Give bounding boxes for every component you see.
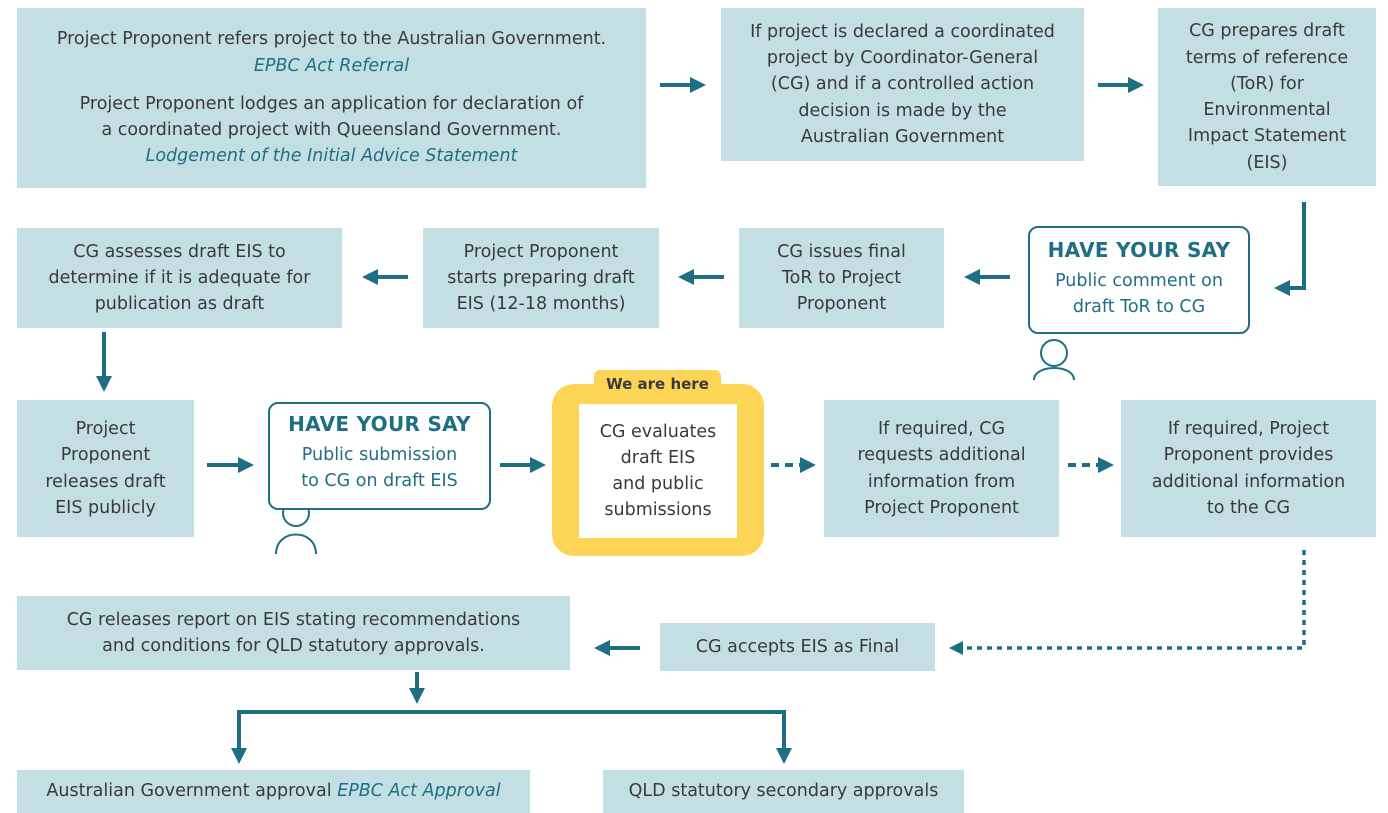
epbc-referral-label: EPBC Act Referral	[253, 55, 410, 76]
evaluates-line: draft EIS	[620, 447, 696, 468]
preparing-line: starts preparing draft	[447, 267, 635, 288]
declared-line: project by Coordinator-General	[766, 48, 1039, 69]
arrow-provides-to-accepts	[949, 550, 1306, 655]
provides-line: If required, Project	[1167, 419, 1330, 439]
qld-approval-box: QLD statutory secondary approvals	[603, 770, 964, 813]
referral-box: Project Proponent refers project to the …	[17, 8, 646, 188]
assesses-line: determine if it is adequate for	[48, 267, 311, 288]
releases-line: Proponent	[60, 445, 151, 466]
declared-line: If project is declared a coordinated	[750, 21, 1055, 42]
requests-line: If required, CG	[877, 419, 1006, 439]
evaluates-line: submissions	[604, 500, 712, 521]
releases-line: Project	[75, 419, 136, 439]
provides-box: If required, Project Proponent provides …	[1121, 400, 1376, 537]
draft-tor-line: Environmental	[1203, 100, 1331, 120]
assesses-line: publication as draft	[94, 294, 265, 315]
we-are-here-badge: We are here	[594, 370, 721, 398]
draft-tor-line: terms of reference	[1185, 47, 1349, 68]
assesses-box: CG assesses draft EIS to determine if it…	[17, 228, 342, 328]
report-box: CG releases report on EIS stating recomm…	[17, 596, 570, 670]
provides-line: Proponent provides	[1163, 445, 1334, 466]
declared-line: (CG) and if a controlled action	[770, 74, 1035, 95]
say-line: draft ToR to CG	[1072, 297, 1206, 318]
ias-label: Lodgement of the Initial Advice Statemen…	[145, 146, 518, 167]
declared-line: Australian Government	[800, 126, 1005, 147]
final-tor-line: Proponent	[796, 294, 887, 315]
releases-box: Project Proponent releases draft EIS pub…	[17, 400, 194, 537]
draft-tor-line: CG prepares draft	[1189, 21, 1345, 42]
draft-tor-line: (EIS)	[1246, 152, 1288, 173]
draft-tor-line: Impact Statement	[1187, 126, 1347, 147]
aus-approval-box: Australian Government approval EPBC Act …	[17, 770, 530, 813]
lodgement-text-2: a coordinated project with Queensland Go…	[101, 120, 562, 141]
evaluates-box: CG evaluates draft EIS and public submis…	[579, 404, 737, 538]
final-tor-box: CG issues final ToR to Project Proponent	[739, 228, 944, 328]
requests-box: If required, CG requests additional info…	[824, 400, 1059, 537]
have-your-say-tor: HAVE YOUR SAY Public comment on draft To…	[1028, 226, 1250, 334]
preparing-box: Project Proponent starts preparing draft…	[423, 228, 659, 328]
releases-line: releases draft	[45, 471, 166, 492]
provides-line: additional information	[1151, 471, 1346, 492]
report-line: and conditions for QLD statutory approva…	[102, 636, 485, 656]
say-line: Public submission	[301, 445, 458, 465]
final-tor-line: ToR to Project	[781, 267, 902, 288]
person-icon-1	[1033, 339, 1075, 381]
have-your-say-submission: HAVE YOUR SAY Public submission to CG on…	[268, 402, 491, 510]
evaluates-line: CG evaluates	[599, 421, 717, 442]
declared-box: If project is declared a coordinated pro…	[721, 8, 1084, 161]
declared-line: decision is made by the	[798, 100, 1007, 121]
releases-line: EIS publicly	[55, 497, 156, 518]
accepts-box: CG accepts EIS as Final	[660, 623, 935, 671]
final-tor-line: CG issues final	[777, 241, 906, 262]
assesses-line: CG assesses draft EIS to	[73, 241, 286, 262]
split-bar	[237, 710, 786, 752]
referral-text: Project Proponent refers project to the …	[56, 29, 607, 50]
requests-line: information from	[867, 471, 1016, 492]
draft-tor-line: (ToR) for	[1230, 73, 1304, 94]
draft-tor-box: CG prepares draft terms of reference (To…	[1158, 8, 1376, 186]
say-line: Public comment on	[1055, 271, 1223, 291]
preparing-line: EIS (12-18 months)	[456, 294, 626, 315]
accepts-text: CG accepts EIS as Final	[695, 636, 900, 657]
arrow-draft-tor-to-say	[1274, 202, 1306, 296]
say-line: to CG on draft EIS	[301, 471, 458, 492]
have-your-say-heading: HAVE YOUR SAY	[288, 412, 471, 436]
requests-line: requests additional	[857, 445, 1026, 466]
evaluates-line: and public	[612, 474, 704, 494]
report-line: CG releases report on EIS stating recomm…	[66, 609, 521, 630]
aus-approval-label: Australian Government approval	[46, 781, 338, 802]
epbc-approval-label: EPBC Act Approval	[337, 781, 501, 802]
qld-approval-text: QLD statutory secondary approvals	[628, 781, 939, 802]
have-your-say-heading: HAVE YOUR SAY	[1047, 238, 1231, 262]
preparing-line: Project Proponent	[463, 241, 619, 262]
lodgement-text-1: Project Proponent lodges an application …	[79, 93, 584, 114]
requests-line: Project Proponent	[864, 497, 1019, 518]
aus-approval-text: Australian Government approval EPBC Act …	[46, 778, 500, 804]
provides-line: to the CG	[1206, 497, 1291, 518]
